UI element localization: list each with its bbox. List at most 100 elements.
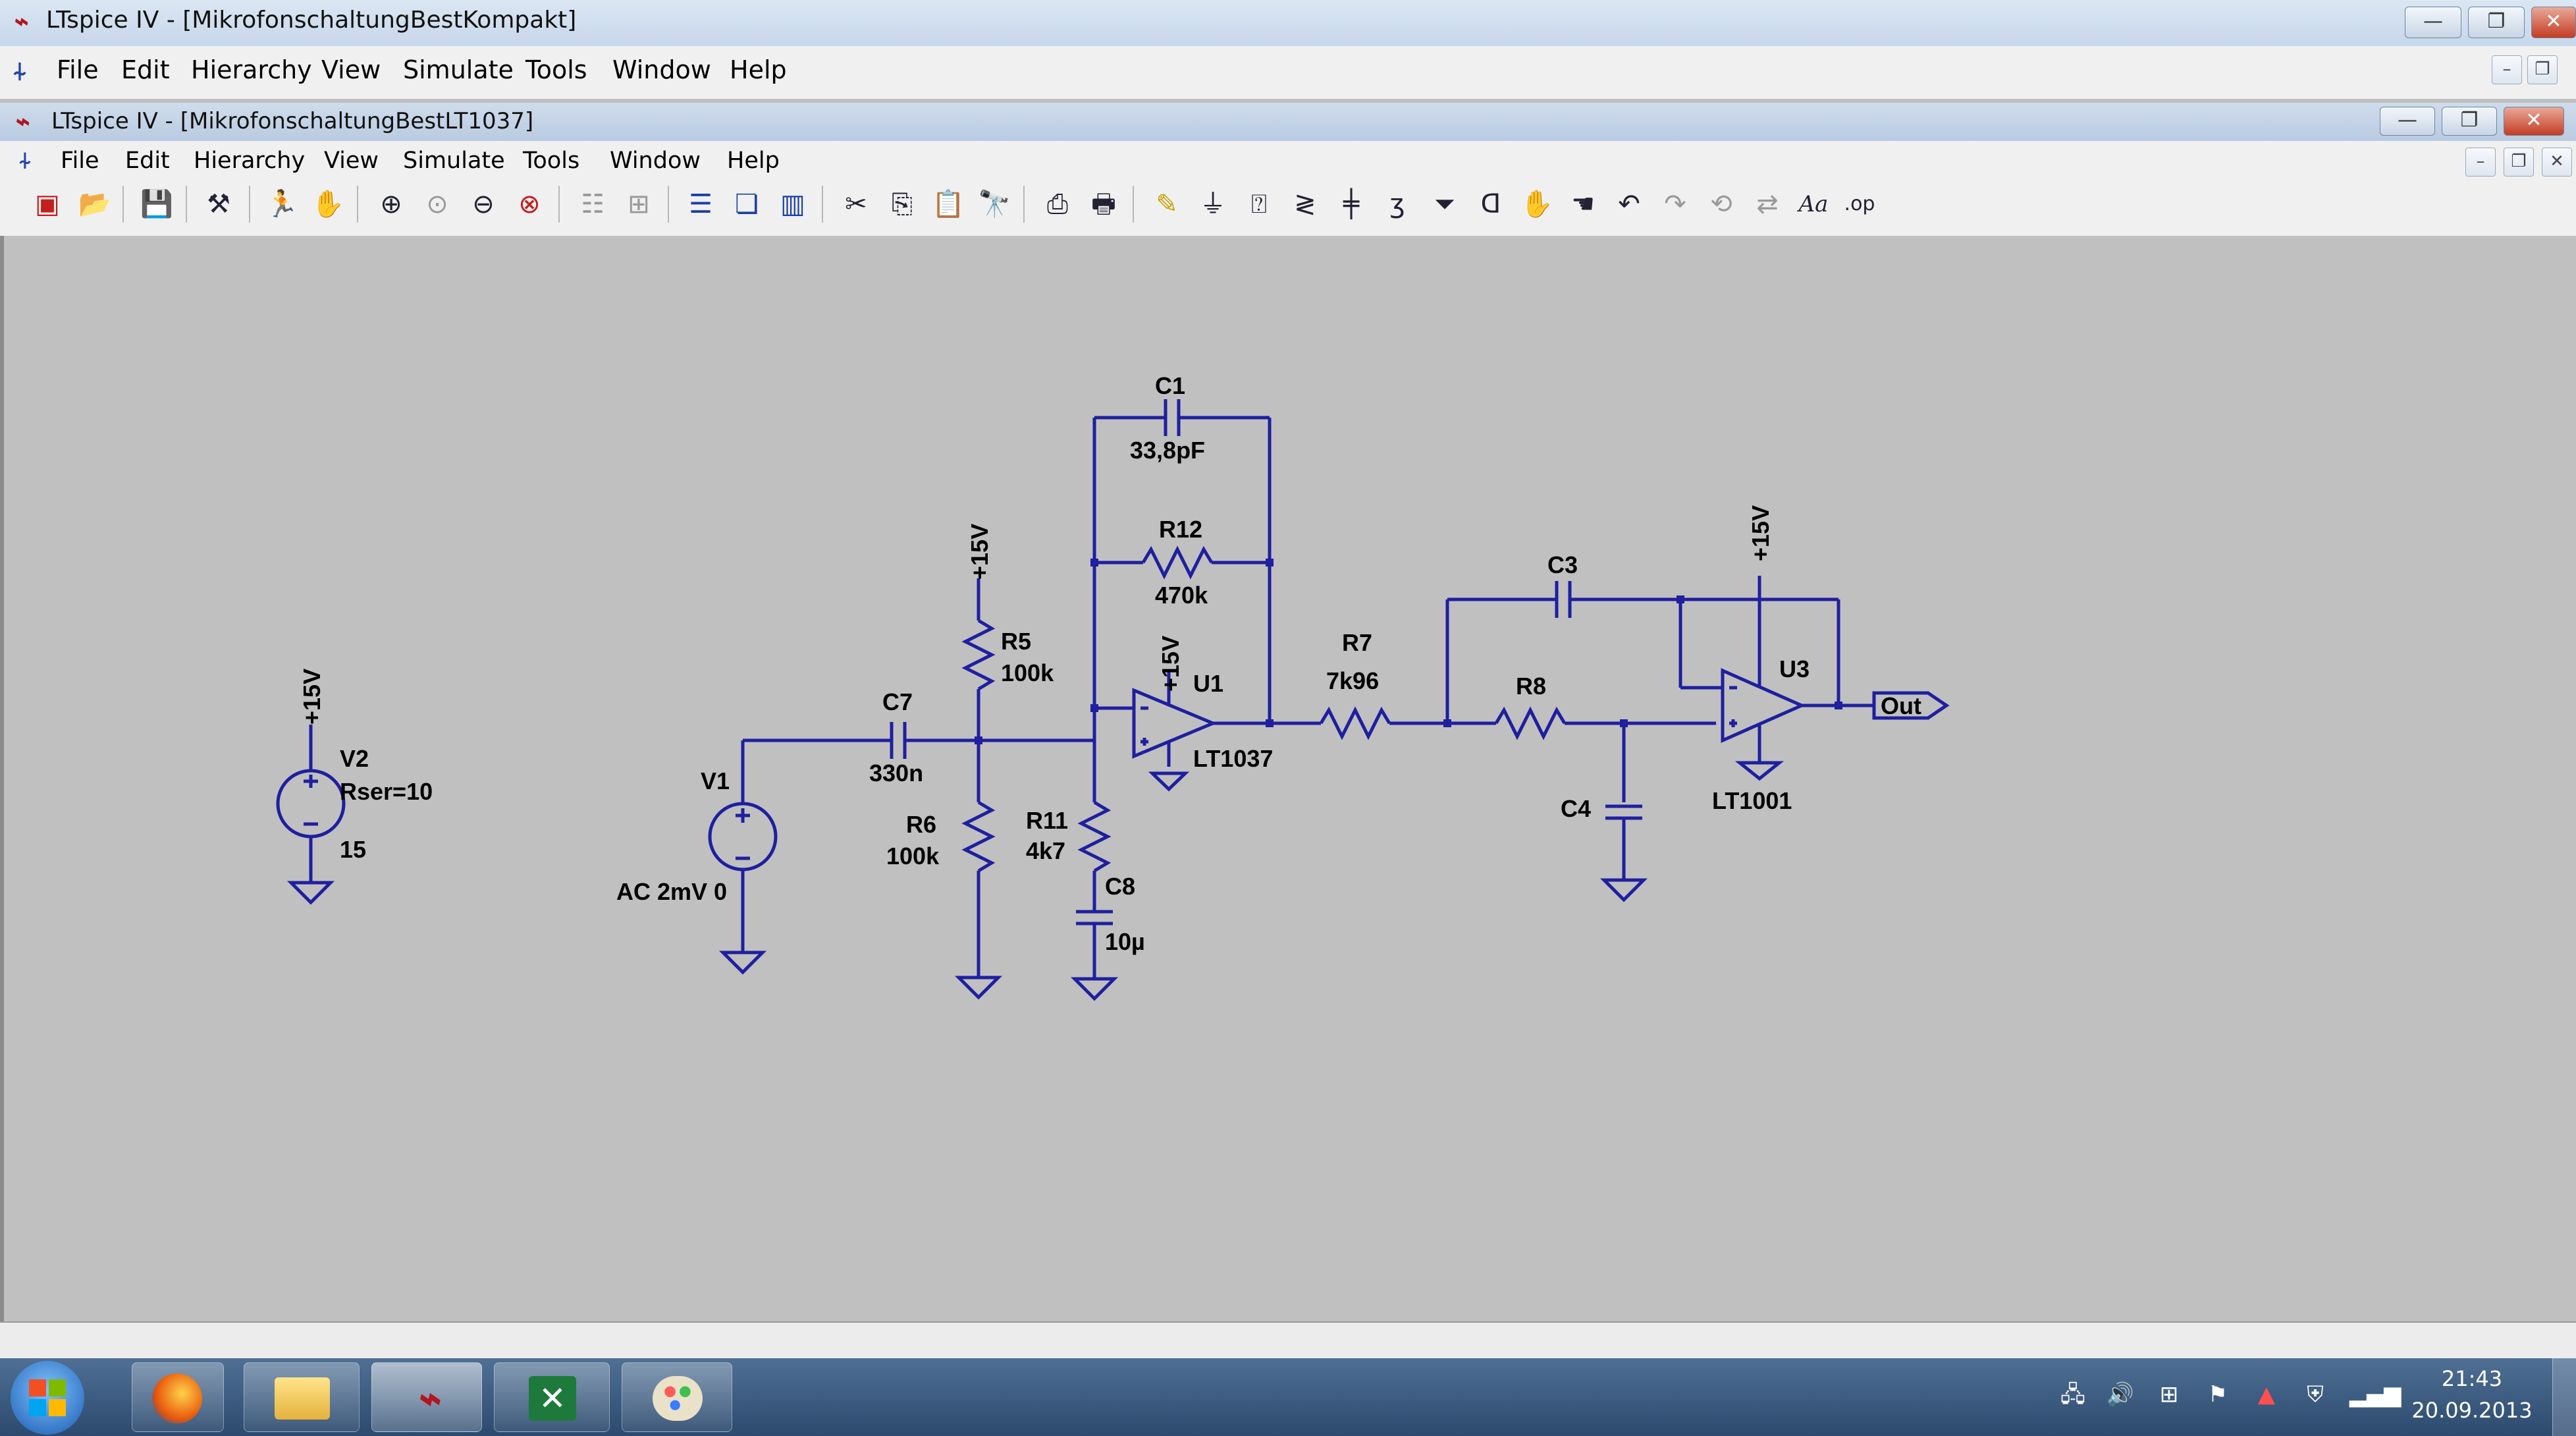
inner-close-button[interactable]: ✕: [2504, 107, 2564, 136]
outer-restore-button[interactable]: ❐: [2468, 7, 2525, 38]
inner-menu-view[interactable]: View: [324, 148, 379, 174]
r7-resistor: [1319, 706, 1447, 740]
grid-icon[interactable]: ⊞: [628, 189, 650, 219]
inner-menu-file[interactable]: File: [61, 148, 99, 174]
c7-value-label: 330n: [869, 759, 923, 787]
signal-strength-icon[interactable]: ▂▄▆: [2349, 1381, 2402, 1408]
taskbar-paint-button[interactable]: [622, 1362, 732, 1432]
control-panel-icon[interactable]: ⚒: [207, 189, 230, 219]
autoscale-icon[interactable]: ☷: [581, 189, 604, 219]
ltspice-taskbar-icon: ⌁: [415, 1375, 440, 1422]
cascade-icon[interactable]: ❏: [735, 189, 759, 219]
toolbar-separator: [122, 186, 124, 223]
inner-menu-simulate[interactable]: Simulate: [403, 148, 505, 174]
inner-mdi-restore-button[interactable]: ❐: [2504, 148, 2534, 177]
network-shield-icon[interactable]: 🖧: [2060, 1381, 2085, 1408]
outer-menu-bar: ⍭ File Edit Hierarchy View Simulate Tool…: [0, 46, 2576, 99]
volume-icon[interactable]: 🔊: [2106, 1381, 2135, 1408]
outer-menu-simulate[interactable]: Simulate: [403, 55, 514, 84]
inner-menu-tools[interactable]: Tools: [523, 148, 580, 174]
taskbar-excel-button[interactable]: ✕: [494, 1362, 610, 1432]
schematic-doc-icon[interactable]: ⍭: [12, 56, 28, 86]
start-button[interactable]: [11, 1361, 84, 1435]
acrobat-icon[interactable]: ▲: [2257, 1381, 2276, 1408]
draw-wire-icon[interactable]: ✎: [1156, 189, 1178, 219]
capacitor-icon[interactable]: ╪: [1343, 189, 1360, 219]
toolbar-separator: [357, 186, 358, 223]
cut-icon[interactable]: ✂: [845, 189, 867, 219]
find-icon[interactable]: 🔭: [978, 189, 1011, 219]
folder-icon: [275, 1377, 330, 1420]
outer-menu-hierarchy[interactable]: Hierarchy: [191, 55, 312, 84]
outer-menu-window[interactable]: Window: [612, 55, 711, 84]
inner-menu-window[interactable]: Window: [610, 148, 701, 174]
outer-menu-view[interactable]: View: [321, 55, 381, 84]
tile-vertical-icon[interactable]: ▥: [780, 189, 805, 219]
print-icon[interactable]: 🖶: [1091, 189, 1116, 219]
outer-menu-file[interactable]: File: [57, 55, 99, 84]
outer-menu-edit[interactable]: Edit: [121, 55, 170, 84]
taskbar-ltspice-button[interactable]: ⌁: [371, 1362, 482, 1432]
taskbar-firefox-button[interactable]: [132, 1362, 224, 1432]
outer-menu-help[interactable]: Help: [730, 55, 787, 84]
outer-mdi-restore-button[interactable]: ❐: [2527, 55, 2558, 84]
toolbar-separator: [186, 186, 187, 223]
u3-model-label: LT1001: [1712, 787, 1792, 814]
copy-icon[interactable]: ⎘: [892, 189, 913, 219]
inner-menu-hierarchy[interactable]: Hierarchy: [194, 148, 306, 174]
inner-schematic-icon[interactable]: ⍭: [18, 148, 32, 174]
run-icon[interactable]: 🏃: [265, 189, 298, 219]
rotate-icon[interactable]: ⟲: [1710, 189, 1732, 219]
spice-directive-icon[interactable]: .op: [1844, 192, 1875, 215]
clock-time[interactable]: 21:43: [2441, 1366, 2503, 1391]
outer-menu-tools[interactable]: Tools: [525, 55, 587, 84]
device-icon[interactable]: ⛨: [2307, 1381, 2324, 1408]
drag-icon[interactable]: ☚: [1571, 189, 1595, 219]
u1-supply-label: +15V: [1157, 636, 1184, 692]
outer-close-button[interactable]: ✕: [2531, 7, 2576, 38]
inner-minimize-button[interactable]: —: [2380, 107, 2435, 136]
inner-menu-edit[interactable]: Edit: [125, 148, 170, 174]
show-desktop-button[interactable]: [2552, 1358, 2576, 1436]
print-preview-icon[interactable]: ⎙: [1047, 189, 1068, 219]
windows-update-icon[interactable]: ⊞: [2159, 1381, 2179, 1408]
ground-icon[interactable]: ⏚: [1200, 189, 1226, 219]
ltspice-app-icon: ⌁: [12, 6, 28, 36]
resistor-icon[interactable]: ≷: [1294, 189, 1316, 219]
zoom-in-icon[interactable]: ⊕: [380, 189, 402, 219]
r5-supply-label: +15V: [966, 524, 993, 580]
new-schematic-icon[interactable]: ▣: [35, 189, 60, 219]
mirror-icon[interactable]: ⇄: [1756, 189, 1779, 219]
zoom-cancel-icon[interactable]: ⊗: [518, 189, 541, 219]
c7-capacitor: [886, 722, 979, 759]
undo-icon[interactable]: ↶: [1618, 189, 1640, 219]
schematic-canvas[interactable]: +15V V2 Rser=10 15 V1 AC 2mV 0 C7 330n +…: [0, 236, 2576, 1321]
r6-value-label: 100k: [886, 842, 940, 870]
save-icon[interactable]: 💾: [140, 189, 173, 219]
clock-date[interactable]: 20.09.2013: [2411, 1398, 2533, 1423]
move-icon[interactable]: ✋: [1520, 189, 1553, 219]
inner-restore-button[interactable]: ❐: [2442, 107, 2497, 136]
open-icon[interactable]: 📂: [78, 189, 111, 219]
zoom-fit-icon[interactable]: ⊙: [426, 189, 448, 219]
c8-name-label: C8: [1105, 873, 1135, 900]
inductor-icon[interactable]: ʒ: [1389, 189, 1405, 219]
action-center-flag-icon[interactable]: ⚑: [2207, 1381, 2228, 1408]
label-net-icon[interactable]: ⍰: [1251, 189, 1267, 219]
paste-icon[interactable]: 📋: [932, 189, 965, 219]
inner-menu-help[interactable]: Help: [727, 148, 780, 174]
text-icon[interactable]: Aa: [1798, 191, 1829, 217]
outer-minimize-button[interactable]: —: [2405, 7, 2461, 38]
inner-mdi-minimize-button[interactable]: –: [2465, 148, 2496, 177]
inner-mdi-close-button[interactable]: ✕: [2542, 148, 2572, 177]
redo-icon[interactable]: ↷: [1664, 189, 1686, 219]
diode-icon[interactable]: ⏷: [1434, 189, 1455, 219]
tile-horizontal-icon[interactable]: ☰: [689, 189, 712, 219]
taskbar-explorer-button[interactable]: [244, 1362, 360, 1432]
halt-icon[interactable]: ✋: [311, 189, 344, 219]
u3-opamp: [1678, 576, 1874, 781]
component-icon[interactable]: ᗡ: [1480, 189, 1501, 219]
outer-mdi-minimize-button[interactable]: –: [2492, 55, 2522, 84]
zoom-out-icon[interactable]: ⊖: [472, 189, 495, 219]
u3-supply-label: +15V: [1747, 505, 1774, 561]
